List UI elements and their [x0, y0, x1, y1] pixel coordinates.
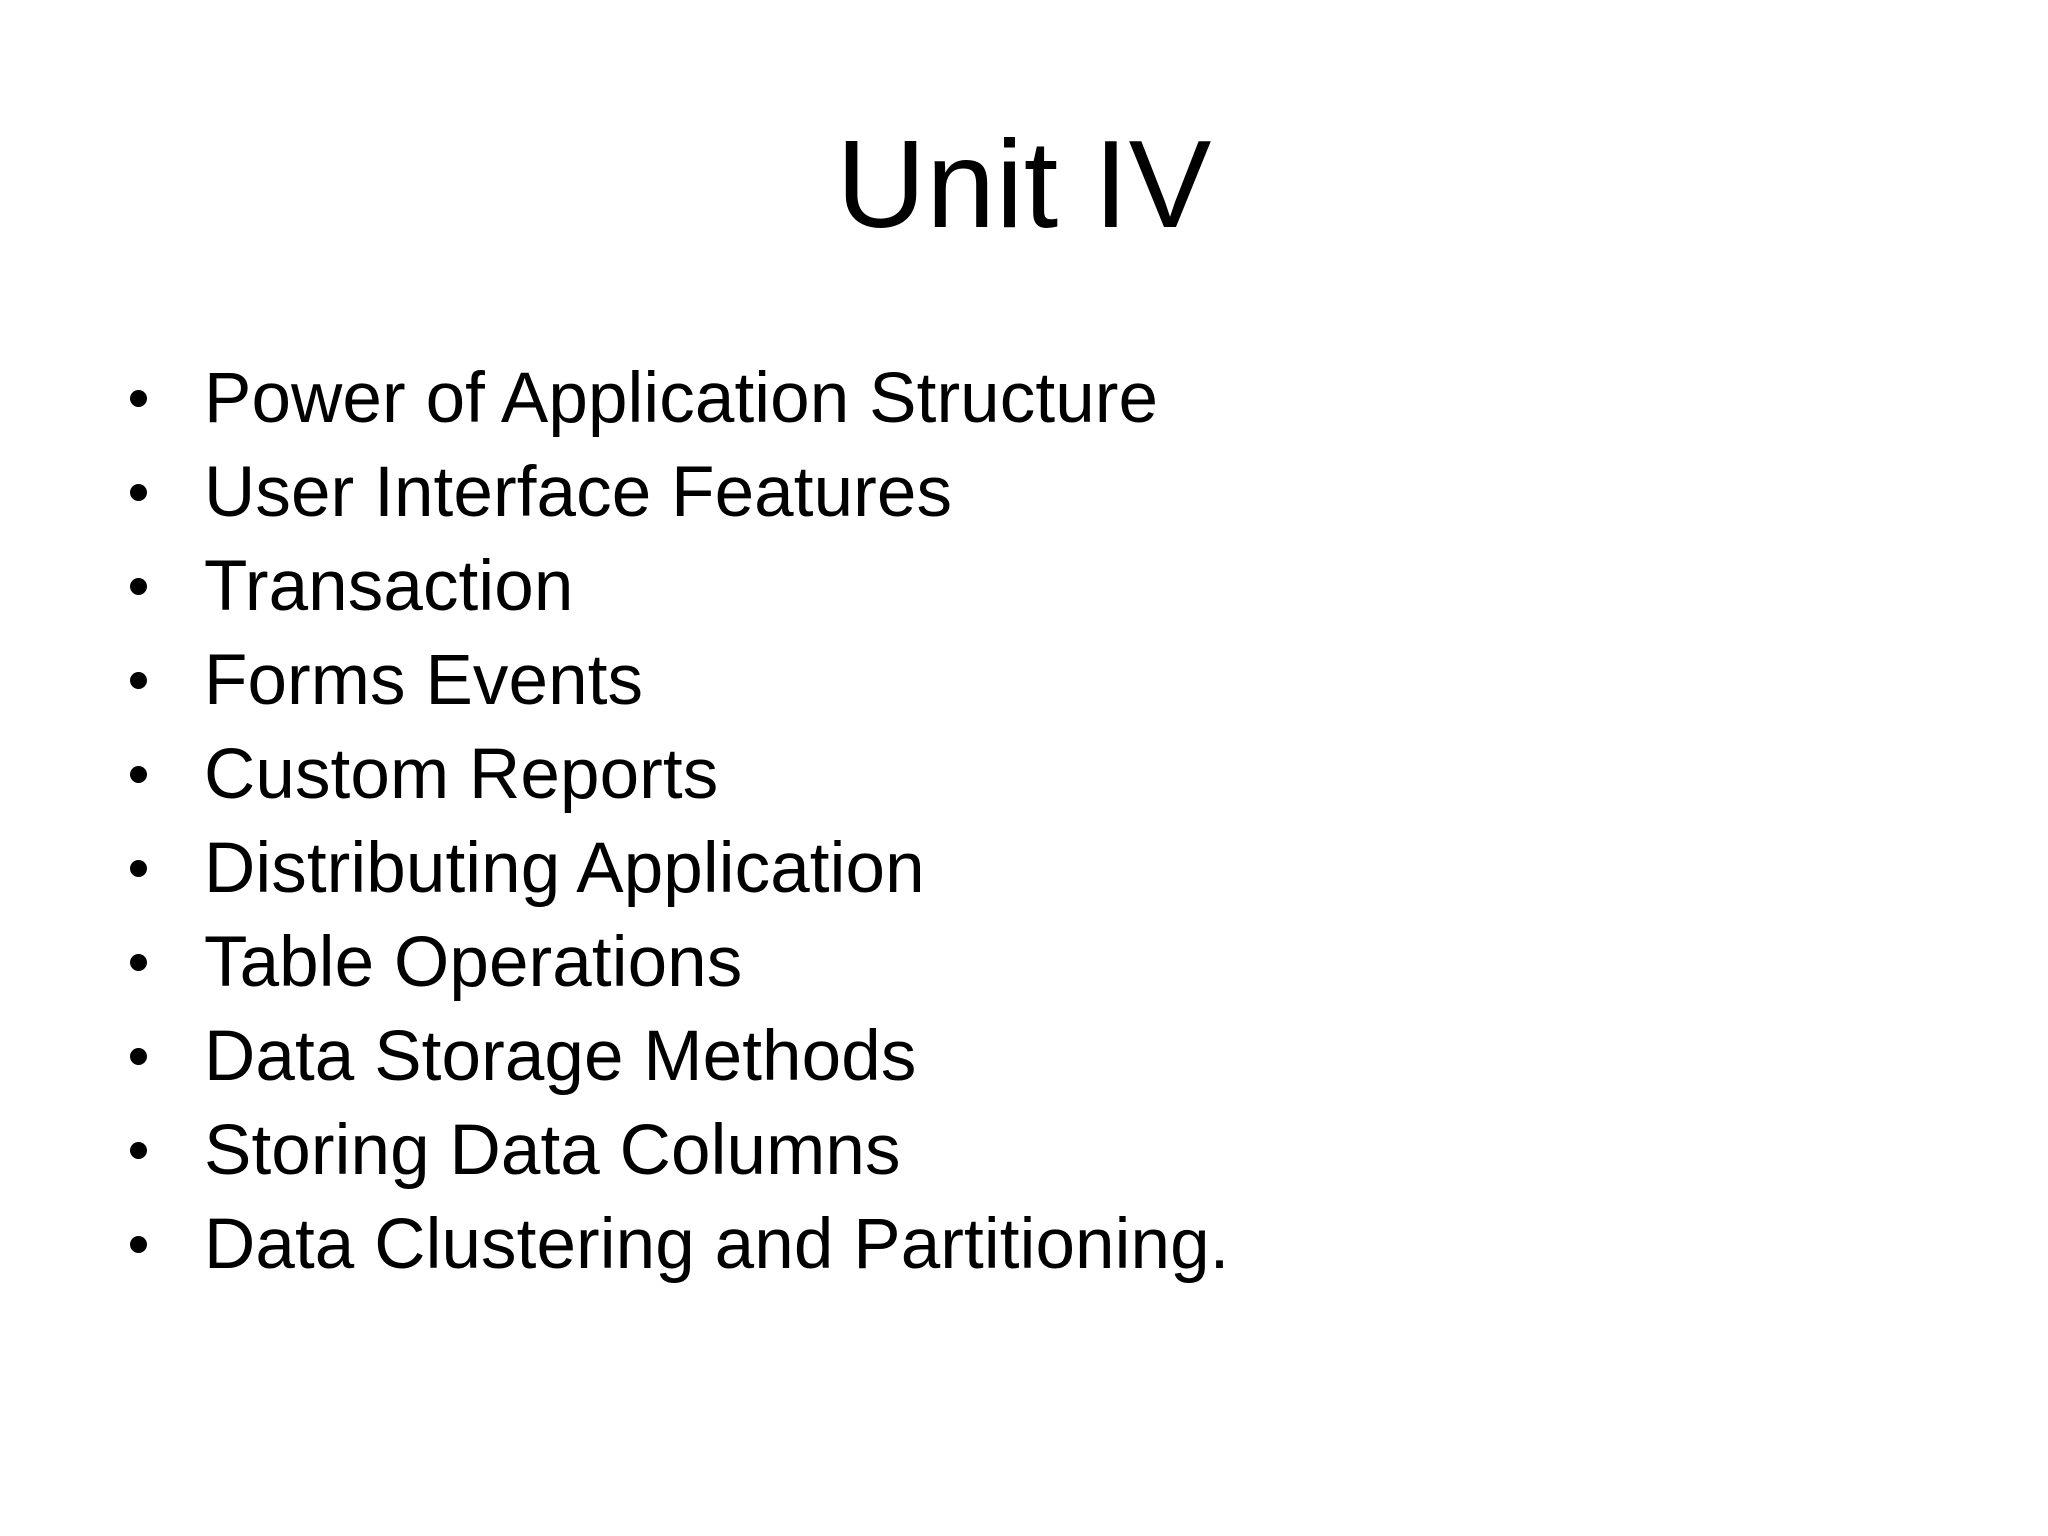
list-item-label: Custom Reports — [204, 735, 719, 814]
bullet-point-icon — [112, 728, 204, 822]
list-item: Transaction — [112, 540, 1932, 634]
bullet-point-icon — [112, 822, 204, 916]
list-item: Data Storage Methods — [112, 1010, 1932, 1104]
list-item: Custom Reports — [112, 728, 1932, 822]
list-item: Power of Application Structure — [112, 352, 1932, 446]
bullet-point-icon — [112, 634, 204, 728]
list-item: Table Operations — [112, 916, 1932, 1010]
bullet-point-icon — [112, 352, 204, 446]
bullet-point-icon — [112, 1198, 204, 1292]
list-item-label: Forms Events — [204, 641, 644, 720]
page-title: Unit IV — [836, 116, 1212, 254]
list-item: Storing Data Columns — [112, 1104, 1932, 1198]
bullet-list: Power of Application Structure User Inte… — [112, 352, 1932, 1292]
bullet-point-icon — [112, 1104, 204, 1198]
list-item-label: Table Operations — [204, 923, 743, 1002]
list-item: Distributing Application — [112, 822, 1932, 916]
bullet-point-icon — [112, 916, 204, 1010]
list-item-label: Storing Data Columns — [204, 1111, 901, 1190]
bullet-point-icon — [112, 446, 204, 540]
list-item-label: Distributing Application — [204, 829, 925, 908]
list-item: Forms Events — [112, 634, 1932, 728]
list-item-label: Data Clustering and Partitioning. — [204, 1205, 1230, 1284]
list-item-label: User Interface Features — [204, 453, 953, 532]
bullet-point-icon — [112, 540, 204, 634]
list-item-label: Transaction — [204, 547, 574, 626]
list-item: Data Clustering and Partitioning. — [112, 1198, 1932, 1292]
list-item: User Interface Features — [112, 446, 1932, 540]
bullet-point-icon — [112, 1010, 204, 1104]
list-item-label: Power of Application Structure — [204, 359, 1159, 438]
list-item-label: Data Storage Methods — [204, 1017, 917, 1096]
